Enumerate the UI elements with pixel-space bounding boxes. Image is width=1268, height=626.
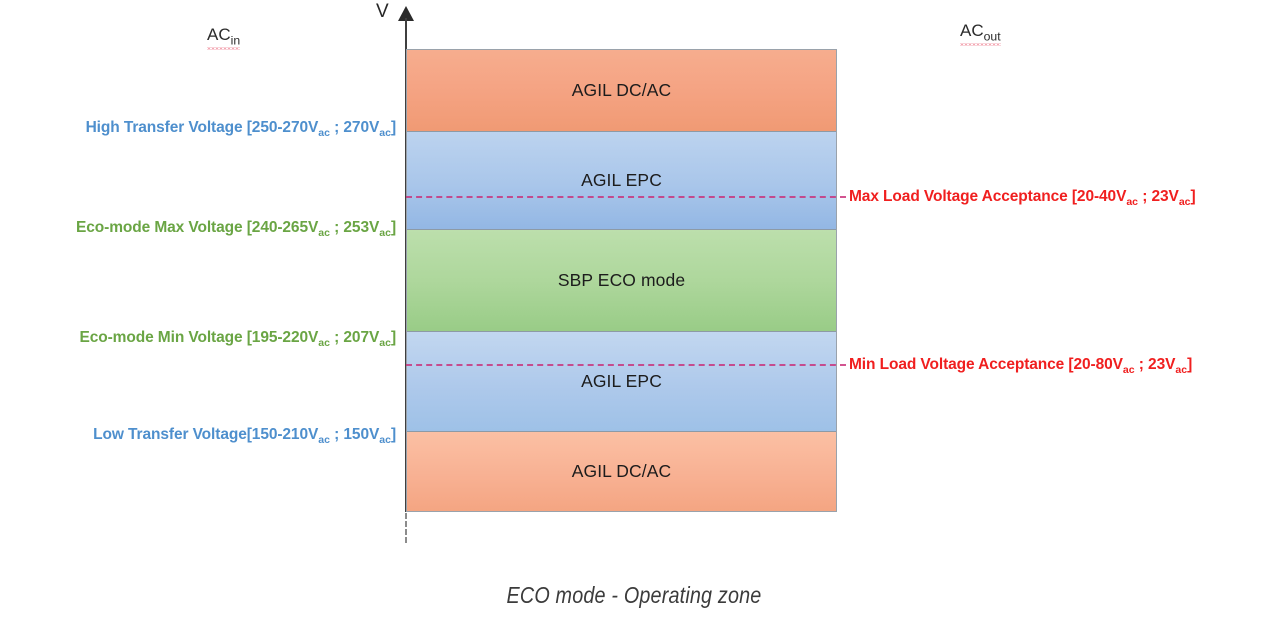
ac-input-sub: in xyxy=(230,33,241,48)
annotation-tail: ] xyxy=(390,426,396,443)
axis-label-voltage: V xyxy=(376,1,389,22)
annotation-tail: ] xyxy=(1187,356,1193,373)
annotation-text: Eco-mode Max Voltage [240-265V xyxy=(76,219,319,236)
annotation-sub: ac xyxy=(1126,196,1139,209)
annotation-tail: ] xyxy=(390,329,396,346)
annotation-sub: ac xyxy=(379,227,391,240)
band-label: AGIL EPC xyxy=(581,170,662,190)
annotation-mid: ; 253V xyxy=(329,219,380,236)
ac-output-base: AC xyxy=(960,21,984,40)
annotation-max-load-voltage-acceptance: Max Load Voltage Acceptance [20-40Vac ; … xyxy=(849,189,1196,208)
annotation-sub: ac xyxy=(1178,196,1191,209)
annotation-text: Low Transfer Voltage[150-210V xyxy=(93,426,319,443)
band-agil-dcac-lower: AGIL DC/AC xyxy=(407,432,836,511)
band-label: AGIL EPC xyxy=(581,371,662,391)
up-arrow-icon xyxy=(398,6,414,21)
annotation-tail: ] xyxy=(390,119,396,136)
ac-input-header: ACin xyxy=(207,25,241,50)
annotation-mid: ; 23V xyxy=(1134,356,1176,373)
annotation-sub: ac xyxy=(318,227,330,240)
annotation-text: High Transfer Voltage [250-270V xyxy=(85,119,319,136)
annotation-sub: ac xyxy=(318,337,330,350)
annotation-text: Min Load Voltage Acceptance [20-80V xyxy=(849,356,1123,373)
band-sbp-eco-mode: SBP ECO mode xyxy=(407,230,836,332)
annotation-min-load-voltage-acceptance: Min Load Voltage Acceptance [20-80Vac ; … xyxy=(849,357,1192,376)
annotation-mid: ; 150V xyxy=(329,426,380,443)
band-agil-dcac-upper: AGIL DC/AC xyxy=(407,50,836,132)
annotation-eco-mode-min-voltage: Eco-mode Min Voltage [195-220Vac ; 207Va… xyxy=(79,330,396,349)
annotation-mid: ; 207V xyxy=(329,329,380,346)
annotation-mid: ; 270V xyxy=(329,119,380,136)
band-label: SBP ECO mode xyxy=(557,270,686,290)
annotation-tail: ] xyxy=(390,219,396,236)
band-label: AGIL DC/AC xyxy=(571,461,672,481)
annotation-eco-mode-max-voltage: Eco-mode Max Voltage [240-265Vac ; 253Va… xyxy=(76,220,396,239)
annotation-tail: ] xyxy=(1190,188,1196,205)
annotation-mid: ; 23V xyxy=(1138,188,1179,205)
annotation-sub: ac xyxy=(1175,364,1188,377)
threshold-line-min-load xyxy=(406,364,846,366)
annotation-sub: ac xyxy=(379,434,391,447)
ac-output-sub: out xyxy=(983,29,1001,44)
axis-dashed-tail xyxy=(405,513,407,543)
operating-zone-stack: AGIL DC/AC AGIL EPC SBP ECO mode AGIL EP… xyxy=(406,49,837,512)
annotation-sub: ac xyxy=(318,434,330,447)
band-agil-epc-lower: AGIL EPC xyxy=(407,332,836,432)
annotation-sub: ac xyxy=(318,127,330,140)
annotation-low-transfer-voltage: Low Transfer Voltage[150-210Vac ; 150Vac… xyxy=(93,427,396,446)
annotation-sub: ac xyxy=(379,127,391,140)
annotation-text: Max Load Voltage Acceptance [20-40V xyxy=(849,188,1127,205)
annotation-high-transfer-voltage: High Transfer Voltage [250-270Vac ; 270V… xyxy=(85,119,397,140)
band-agil-epc-upper: AGIL EPC xyxy=(407,132,836,230)
band-label: AGIL DC/AC xyxy=(571,80,672,100)
diagram-caption: ECO mode - Operating zone xyxy=(506,582,762,608)
ac-input-base: AC xyxy=(207,25,231,44)
annotation-sub: ac xyxy=(1122,364,1135,377)
threshold-line-max-load xyxy=(406,196,846,198)
annotation-text: Eco-mode Min Voltage [195-220V xyxy=(79,329,319,346)
annotation-sub: ac xyxy=(379,337,391,350)
ac-output-header: ACout xyxy=(960,21,1001,46)
